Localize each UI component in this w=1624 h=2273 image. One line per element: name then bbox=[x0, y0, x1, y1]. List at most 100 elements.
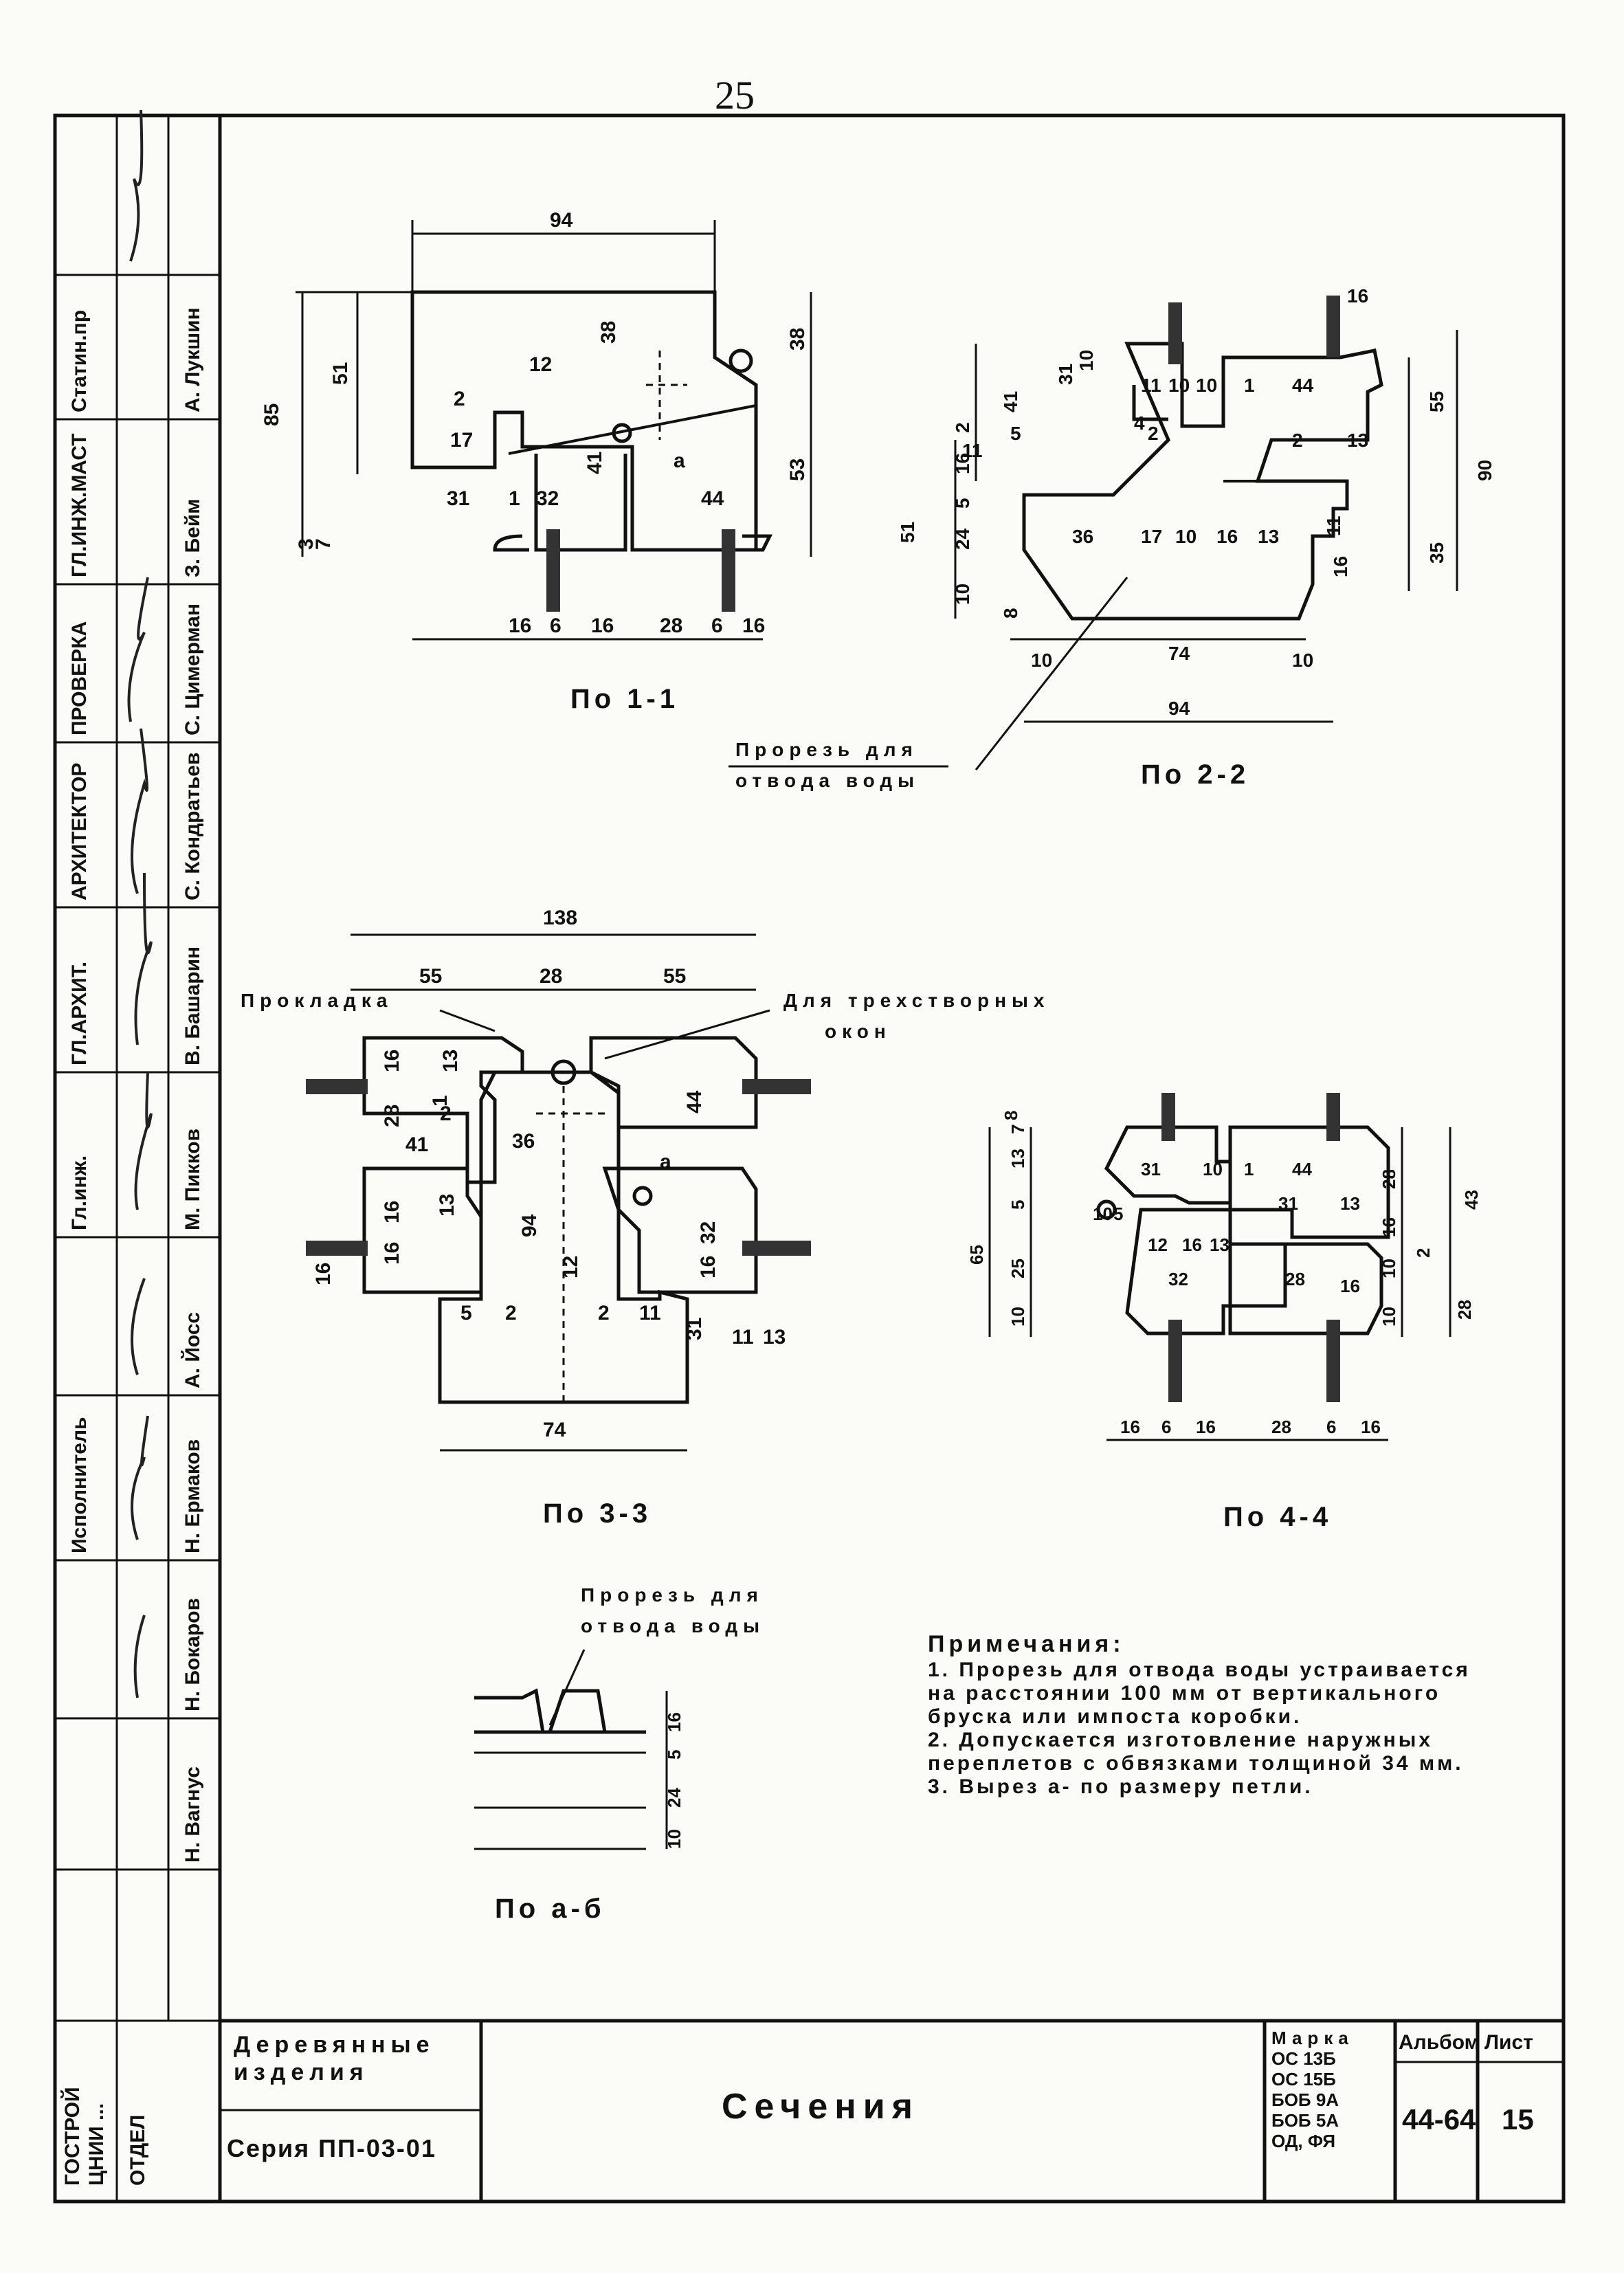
s3-dim-16d: 16 bbox=[312, 1263, 335, 1285]
s3-dim-11b: 11 bbox=[732, 1326, 754, 1349]
s2-dim-10a: 10 bbox=[1076, 350, 1097, 371]
s2-dim-10f: 10 bbox=[1031, 650, 1052, 671]
s3-dim-16c: 16 bbox=[381, 1242, 403, 1265]
s1-dim-94: 94 bbox=[550, 209, 573, 232]
s2-dim-11a: 11 bbox=[1141, 375, 1161, 396]
note-1: 1. Прорезь для отвода воды устраивается … bbox=[928, 1659, 1471, 1728]
s2-dim-94: 94 bbox=[1168, 698, 1190, 719]
stamp-role-7: Исполнитель bbox=[68, 1417, 91, 1553]
section-3-3 bbox=[306, 933, 811, 1452]
sab-dim-16: 16 bbox=[664, 1712, 685, 1732]
stamp-name-9: Н. Бокаров bbox=[181, 1598, 204, 1711]
s4-dim-16a: 16 bbox=[1379, 1217, 1399, 1237]
s2-dim-16b: 16 bbox=[1216, 526, 1238, 547]
s2-dim-24: 24 bbox=[952, 528, 973, 550]
s2-dim-10b: 10 bbox=[1168, 375, 1190, 396]
callout-triple-line1: Для трехстворных bbox=[783, 990, 1049, 1011]
s3-dim-13a: 13 bbox=[439, 1050, 462, 1072]
s4-dim-13b: 13 bbox=[1340, 1193, 1360, 1214]
s4-caption: По 4-4 bbox=[1223, 1502, 1332, 1532]
tb-mark-2: ОС 15Б bbox=[1271, 2069, 1336, 2089]
s4-dim-6b: 6 bbox=[1326, 1417, 1336, 1437]
s2-dim-16c: 16 bbox=[952, 453, 973, 474]
s3-dim-55b: 55 bbox=[663, 965, 686, 988]
s4-dim-7: 7 bbox=[1008, 1124, 1028, 1134]
section-4-4 bbox=[988, 1093, 1451, 1441]
s1-dim-53: 53 bbox=[786, 458, 809, 481]
s2-dim-74: 74 bbox=[1168, 643, 1190, 664]
s4-dim-10d: 10 bbox=[1379, 1259, 1399, 1278]
s3-caption: По 3-3 bbox=[543, 1498, 652, 1529]
tb-sheet-label: Лист bbox=[1484, 2031, 1533, 2054]
s3-dim-13c: 13 bbox=[763, 1326, 786, 1349]
stamp-org-3: ОТДЕЛ bbox=[126, 2115, 149, 2186]
s2-dim-2b: 2 bbox=[1292, 430, 1303, 451]
s4-dim-6a: 6 bbox=[1161, 1417, 1171, 1437]
sab-dim-24: 24 bbox=[664, 1788, 685, 1808]
s2-dim-5: 5 bbox=[1010, 423, 1021, 444]
callout-slot-2-line1: Прорезь для bbox=[581, 1584, 764, 1606]
s2-dim-16d: 16 bbox=[1330, 556, 1351, 577]
note-3: 3. Вырез а- по размеру петли. bbox=[928, 1775, 1313, 1798]
s3-dim-12: 12 bbox=[559, 1256, 582, 1278]
tb-mark-5: ОД, ФЯ bbox=[1271, 2131, 1336, 2151]
stamp-org-1: ГОСТРОЙ bbox=[60, 2087, 84, 2186]
s1-dim-16a: 16 bbox=[509, 614, 531, 637]
s2-dim-31: 31 bbox=[1055, 364, 1076, 385]
s4-dim-13a: 13 bbox=[1008, 1149, 1028, 1168]
s4-dim-25: 25 bbox=[1008, 1259, 1028, 1278]
stamp-name-7: А. Йосс bbox=[181, 1312, 204, 1388]
tb-album-value: 44-64 bbox=[1402, 2103, 1476, 2136]
tb-series: Серия ПП-03-01 bbox=[227, 2134, 436, 2162]
tb-mark-1: ОС 13Б bbox=[1271, 2048, 1336, 2069]
s3-dim-5: 5 bbox=[460, 1302, 472, 1324]
s1-dim-16b: 16 bbox=[591, 614, 614, 637]
s3-dim-28a: 28 bbox=[540, 965, 562, 988]
tb-album-label: Альбом bbox=[1399, 2031, 1480, 2054]
s2-dim-90: 90 bbox=[1474, 460, 1495, 481]
s4-dim-31a: 31 bbox=[1141, 1159, 1161, 1179]
stamp-name-4: С. Кондратьев bbox=[181, 753, 204, 900]
s1-dim-1: 1 bbox=[509, 487, 520, 510]
s1-dim-6b: 6 bbox=[711, 614, 723, 637]
stamp-name-6: М. Пикков bbox=[181, 1129, 204, 1230]
s4-dim-43: 43 bbox=[1461, 1190, 1482, 1210]
s3-dim-2a: 2 bbox=[440, 1102, 452, 1125]
s4-dim-28d: 28 bbox=[1271, 1417, 1291, 1437]
s2-dim-35: 35 bbox=[1426, 542, 1447, 564]
s2-dim-13b: 13 bbox=[1258, 526, 1279, 547]
s3-dim-138: 138 bbox=[543, 907, 577, 929]
stamp-org-2: ЦНИИ ... bbox=[85, 2103, 108, 2186]
s4-dim-28b: 28 bbox=[1285, 1269, 1305, 1289]
s3-dim-94: 94 bbox=[518, 1214, 541, 1237]
signatures bbox=[127, 109, 153, 1698]
stamp-role-2: ГЛ.ИНЖ.МАСТ bbox=[68, 434, 91, 577]
section-2-2 bbox=[954, 296, 1458, 770]
s3-dim-2b: 2 bbox=[505, 1302, 517, 1324]
s2-dim-1: 1 bbox=[1244, 375, 1255, 396]
s4-dim-16e: 16 bbox=[1196, 1417, 1216, 1437]
s2-dim-10e: 10 bbox=[952, 584, 973, 605]
tb-mark-label: Марка bbox=[1271, 2028, 1354, 2048]
s3-dim-31: 31 bbox=[683, 1318, 706, 1340]
s2-dim-13a: 13 bbox=[1347, 430, 1368, 451]
s1-dim-12: 12 bbox=[529, 353, 552, 376]
s3-dim-a: a bbox=[660, 1151, 671, 1173]
s1-dim-2: 2 bbox=[454, 388, 465, 410]
callout-slot-1-line2: отвода воды bbox=[735, 770, 920, 791]
s1-dim-16c: 16 bbox=[742, 614, 765, 637]
tb-product-line1: Деревянные bbox=[234, 2032, 435, 2058]
s2-dim-11c: 11 bbox=[962, 440, 983, 461]
s4-dim-2: 2 bbox=[1413, 1248, 1434, 1258]
tb-mark: Марка ОС 13Б ОС 15Б БОБ 9А БОБ 5А ОД, ФЯ bbox=[1271, 2028, 1354, 2151]
stamp-role-3: ПРОВЕРКА bbox=[68, 621, 91, 735]
s3-dim-13b: 13 bbox=[436, 1194, 458, 1217]
s4-dim-5: 5 bbox=[1008, 1200, 1028, 1210]
s3-dim-55a: 55 bbox=[419, 965, 442, 988]
s4-dim-32: 32 bbox=[1168, 1269, 1188, 1289]
s2-dim-41: 41 bbox=[1000, 391, 1021, 412]
s4-dim-13c: 13 bbox=[1210, 1234, 1230, 1255]
stamp-name-3: С. Цимерман bbox=[181, 603, 204, 735]
s4-dim-1: 1 bbox=[1244, 1159, 1254, 1179]
s1-dim-38b: 38 bbox=[786, 328, 809, 351]
